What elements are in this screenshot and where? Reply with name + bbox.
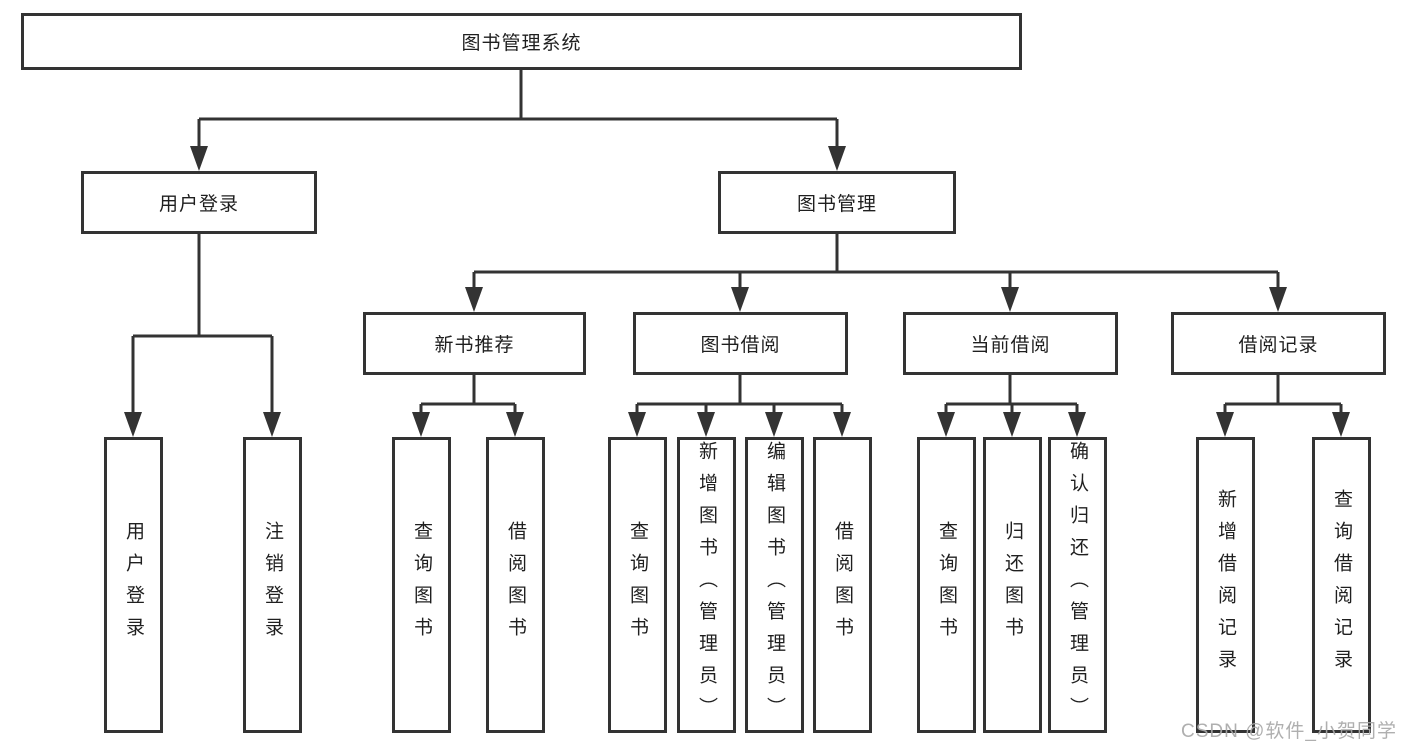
leaf-current-confirm-return-admin: 确认归还（管理员）	[1048, 437, 1107, 733]
node-borrow-records: 借阅记录	[1171, 312, 1386, 375]
leaf-borrow-add-books-admin-label: 新增图书（管理员）	[696, 441, 717, 729]
leaf-records-add-record-label: 新增借阅记录	[1215, 489, 1236, 681]
leaf-borrow-borrow-books-label: 借阅图书	[832, 521, 853, 649]
leaf-borrow-add-books-admin: 新增图书（管理员）	[677, 437, 736, 733]
leaf-current-confirm-return-admin-label: 确认归还（管理员）	[1067, 441, 1088, 729]
node-user-login: 用户登录	[81, 171, 317, 234]
leaf-logout: 注销登录	[243, 437, 302, 733]
leaf-newrec-query-books-label: 查询图书	[411, 521, 432, 649]
leaf-logout-label: 注销登录	[262, 521, 283, 649]
leaf-borrow-query-books-label: 查询图书	[627, 521, 648, 649]
node-book-management: 图书管理	[718, 171, 956, 234]
leaf-newrec-query-books: 查询图书	[392, 437, 451, 733]
leaf-current-return-books-label: 归还图书	[1002, 521, 1023, 649]
leaf-newrec-borrow-books-label: 借阅图书	[505, 521, 526, 649]
leaf-records-add-record: 新增借阅记录	[1196, 437, 1255, 733]
csdn-watermark: CSDN @软件_小贺同学	[1181, 721, 1397, 742]
node-new-book-recommend: 新书推荐	[363, 312, 586, 375]
leaf-current-return-books: 归还图书	[983, 437, 1042, 733]
leaf-newrec-borrow-books: 借阅图书	[486, 437, 545, 733]
leaf-user-login-label: 用户登录	[123, 521, 144, 649]
node-current-borrowing: 当前借阅	[903, 312, 1118, 375]
leaf-borrow-edit-books-admin: 编辑图书（管理员）	[745, 437, 804, 733]
leaf-user-login: 用户登录	[104, 437, 163, 733]
leaf-current-query-books-label: 查询图书	[936, 521, 957, 649]
leaf-records-query-record: 查询借阅记录	[1312, 437, 1371, 733]
leaf-borrow-edit-books-admin-label: 编辑图书（管理员）	[764, 441, 785, 729]
leaf-borrow-borrow-books: 借阅图书	[813, 437, 872, 733]
leaf-borrow-query-books: 查询图书	[608, 437, 667, 733]
node-book-borrowing: 图书借阅	[633, 312, 848, 375]
node-root-library-system: 图书管理系统	[21, 13, 1022, 70]
leaf-records-query-record-label: 查询借阅记录	[1331, 489, 1352, 681]
leaf-current-query-books: 查询图书	[917, 437, 976, 733]
